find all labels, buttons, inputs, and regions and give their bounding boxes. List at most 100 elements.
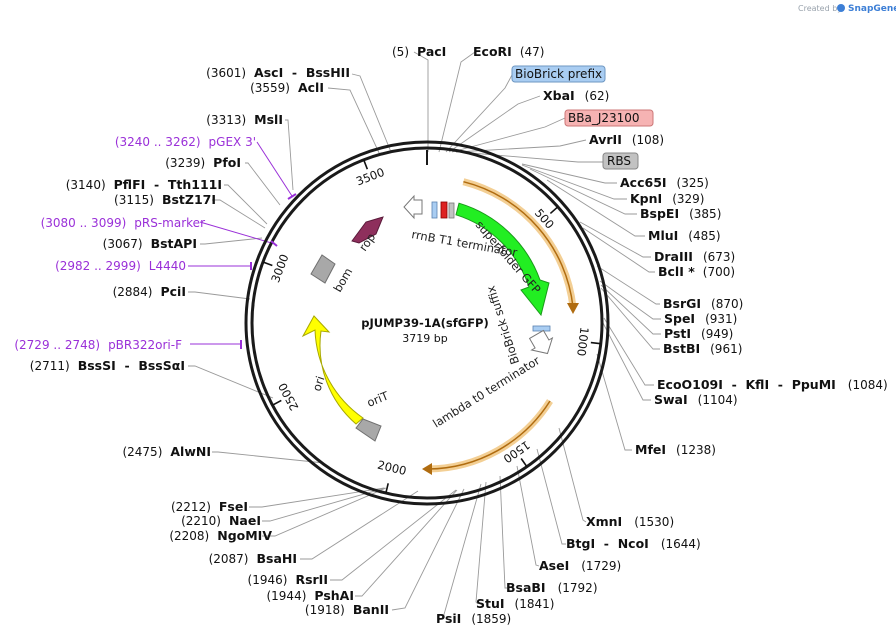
site-name: AscI - BssHII xyxy=(254,65,350,80)
site-swai: SwaI (1104) xyxy=(654,392,738,407)
site-name: MfeI xyxy=(635,442,666,457)
site-name: BsaBI xyxy=(506,580,546,595)
primer-range: (3080 .. 3099) xyxy=(41,216,127,230)
site-ecori: EcoRI(47) xyxy=(473,44,544,59)
site-pos: (931) xyxy=(705,312,737,326)
ori-feature xyxy=(301,315,364,425)
sfgfp-label: superfolder GFP xyxy=(473,218,544,297)
leader-acc65i xyxy=(521,163,617,184)
site-name: StuI xyxy=(476,596,505,611)
primer-marks xyxy=(240,193,297,349)
leader-xmni xyxy=(558,427,587,523)
sfgfp-feature xyxy=(455,202,550,317)
site-mfei: MfeI(1238) xyxy=(635,442,716,457)
site-bstbi: BstBI (961) xyxy=(663,341,742,356)
tick-2000: 2000 xyxy=(376,458,408,494)
tick-mark xyxy=(520,458,528,468)
site-name: SpeI xyxy=(664,311,695,326)
site-name: PflFI - Tth111I xyxy=(114,177,222,192)
leader-kpni xyxy=(521,164,627,200)
site-name: FseI xyxy=(219,499,248,514)
tick-mark xyxy=(262,261,273,267)
leader-pflfi xyxy=(224,184,268,225)
site-name: BstZ17I xyxy=(162,192,216,207)
site-mlui: MluI(485) xyxy=(648,228,721,243)
leader-bsabi xyxy=(499,475,507,589)
site-name: PfoI xyxy=(213,155,241,170)
site-pos: (3313) xyxy=(206,113,246,127)
rrnb-arrow-icon xyxy=(403,194,423,220)
credit-brand: SnapGene xyxy=(848,4,896,14)
leader-msli xyxy=(285,119,294,191)
site-pos: (1104) xyxy=(698,393,738,407)
leader-rsrii xyxy=(330,489,457,581)
tick-label: 1000 xyxy=(574,326,591,357)
site-name: EcoRI xyxy=(473,44,512,59)
bom-label: bom xyxy=(330,265,355,294)
ori-label: ori xyxy=(310,374,328,393)
site-asei: AseI(1729) xyxy=(539,558,621,573)
orf-arc-sfgfp xyxy=(463,180,574,308)
site-acc65i: Acc65I(325) xyxy=(620,175,709,190)
orit-feature xyxy=(355,418,382,442)
site-btgi: BtgI - NcoI(1644) xyxy=(566,536,701,551)
backbone-outer-circle xyxy=(244,140,610,506)
site-labels-right: (5)PacI EcoRI(47) XbaI(62) AvrII(108) Ac… xyxy=(392,44,888,626)
site-name: BsrGI xyxy=(663,296,701,311)
tick-label: 2500 xyxy=(275,380,301,412)
site-name: PstI xyxy=(664,326,691,341)
site-name: BssSI - BssSαI xyxy=(78,358,185,373)
leader-pcii xyxy=(188,291,251,300)
snapgene-credit: Created by SnapGene xyxy=(798,4,896,14)
tick-mark xyxy=(549,206,559,215)
site-name: MslI xyxy=(254,112,283,127)
site-ngomiv: (2208)NgoMIV xyxy=(169,528,272,543)
site-pos: (949) xyxy=(701,327,733,341)
site-name: BstBI xyxy=(663,341,700,356)
site-pos: (2208) xyxy=(169,529,209,543)
leader-bba xyxy=(451,117,566,153)
site-name: AclI xyxy=(298,80,324,95)
site-pos: (1859) xyxy=(471,612,511,626)
leader-rbs xyxy=(459,151,604,163)
rbs-text: RBS xyxy=(607,154,631,168)
primer-pbr322ori-f: (2729 .. 2748)pBR322ori-F xyxy=(14,338,182,352)
leader-paci xyxy=(413,51,429,152)
leader-pgex xyxy=(256,141,293,197)
site-pos: (1084) xyxy=(848,378,888,392)
primer-name: pBR322ori-F xyxy=(108,338,182,352)
orf-arcs xyxy=(422,178,579,475)
leader-bstbi xyxy=(600,287,660,350)
leader-bsahi xyxy=(300,490,419,560)
primer-name: pRS-marker xyxy=(134,216,205,230)
site-name: BanII xyxy=(353,602,389,617)
tick-mark xyxy=(362,159,369,170)
site-draiii: DraIII(673) xyxy=(654,249,735,264)
site-bstapi: (3067)BstAPI xyxy=(103,236,197,251)
rbs-box xyxy=(602,152,639,170)
leader-pshai xyxy=(355,489,458,597)
site-pos: (329) xyxy=(672,192,704,206)
primer-prs-marker: (3080 .. 3099) pRS-marker xyxy=(41,216,205,230)
leader-ecori xyxy=(438,51,476,153)
site-name: SwaI xyxy=(654,392,688,407)
site-name: RsrII xyxy=(295,572,328,587)
orit-label: oriT xyxy=(365,388,392,410)
site-fsei: (2212)FseI xyxy=(171,499,248,514)
site-pos: (3067) xyxy=(103,237,143,251)
leader-avrii xyxy=(455,139,587,153)
leader-alwni xyxy=(212,451,325,464)
snapgene-logo-icon xyxy=(837,4,845,12)
primer-name: L4440 xyxy=(149,259,186,273)
leader-asei xyxy=(516,465,540,567)
leader-mfei xyxy=(596,353,632,451)
plasmid-center-label: pJUMP39-1A(sfGFP) 3719 bp xyxy=(361,316,488,345)
site-pos: (1944) xyxy=(266,589,306,603)
site-pos: (3239) xyxy=(165,156,205,170)
leader-pfoi xyxy=(245,162,281,206)
site-name: BclI * xyxy=(658,264,695,279)
primer-pgex: (3240 .. 3262)pGEX 3' xyxy=(115,135,256,149)
site-pos: (3601) xyxy=(206,66,246,80)
site-pos: (961) xyxy=(710,342,742,356)
